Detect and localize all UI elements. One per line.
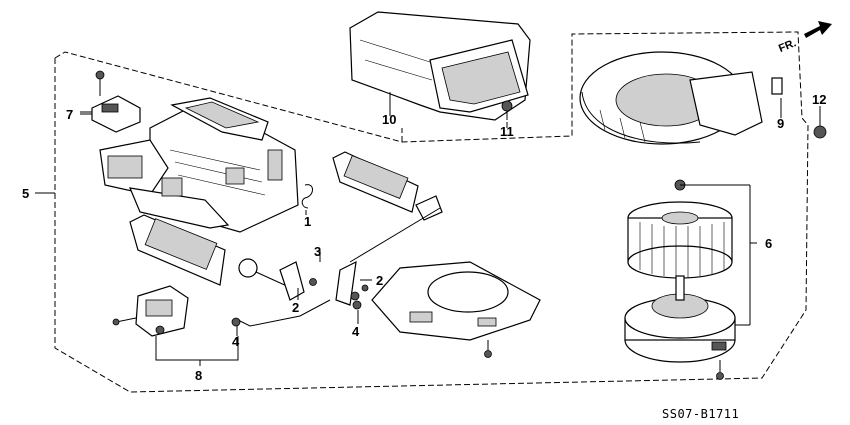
callout-11: 11: [500, 124, 514, 139]
duct-part-10: [349, 11, 531, 121]
callout-3: 3: [314, 244, 321, 259]
direction-label: FR.: [777, 37, 798, 55]
callout-5: 5: [22, 186, 29, 201]
blower-fan-part-6: [627, 179, 733, 279]
callout-2-right: 2: [376, 273, 383, 288]
screw-part-11: [501, 100, 513, 120]
front-direction-arrow: FR.: [777, 21, 832, 55]
callout-4-right: 4: [352, 324, 360, 339]
callout-9: 9: [777, 116, 784, 131]
callout-12: 12: [812, 92, 826, 107]
resistor-part-7: [80, 70, 141, 133]
callout-1: 1: [304, 214, 311, 229]
blower-motor: [624, 275, 736, 380]
callout-8: 8: [195, 368, 202, 383]
drawing-code: SS07-B1711: [662, 407, 739, 421]
leader-lines: [35, 96, 821, 366]
callout-10: 10: [382, 112, 396, 127]
clip-part-1: [301, 184, 313, 209]
damper-door-upper: [332, 151, 419, 213]
assembly-boundary: [54, 31, 809, 393]
fan-housing-upper: [579, 51, 763, 145]
callout-4-left: 4: [232, 334, 240, 349]
callout-7: 7: [66, 107, 73, 122]
fan-mounting-plate: [371, 261, 541, 358]
damper-door-lower: [129, 214, 226, 286]
callout-6: 6: [765, 236, 772, 251]
actuator-part-8: [112, 285, 331, 337]
callout-2-left: 2: [292, 300, 299, 315]
callout-labels: 1 2 2 3 4 4 5 6 7 8 9 10 11 12: [22, 92, 826, 383]
blower-case-housing: [99, 97, 299, 233]
